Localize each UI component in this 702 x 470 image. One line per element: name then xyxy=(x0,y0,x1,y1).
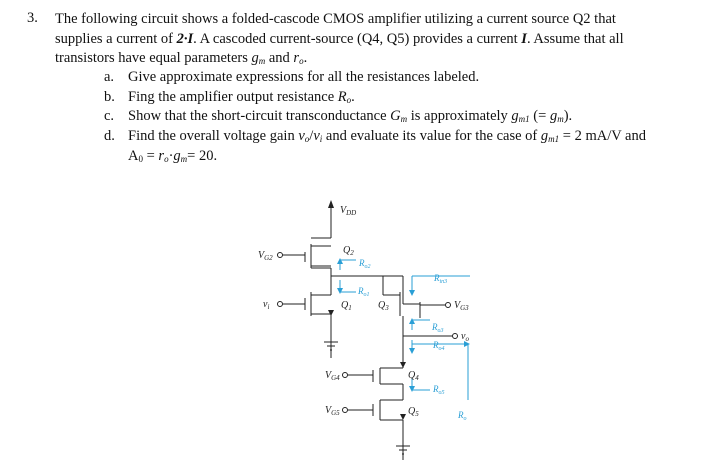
label-vo: vo xyxy=(461,331,469,343)
label-q2: Q2 xyxy=(343,245,354,257)
problem-stem: The following circuit shows a folded-cas… xyxy=(55,11,624,66)
problem-number: 3. xyxy=(27,10,38,26)
item-c: c. Show that the short-circuit transcond… xyxy=(104,108,573,124)
label-vg5: VG5 xyxy=(325,405,340,417)
circuit-wires xyxy=(283,204,452,460)
label-vg2: VG2 xyxy=(258,250,273,262)
circuit-labels: VDD VG2 vi Q2 Q1 Q3 Q4 Q5 VG3 VG4 VG5 vo xyxy=(258,205,469,418)
resistance-labels: Ro2 Ro1 Rin3 Ro3 Ro4 Ro5 Ro xyxy=(357,258,467,422)
label-ro5: Ro5 xyxy=(432,384,445,396)
label-ro3: Ro3 xyxy=(431,322,444,334)
label-q5: Q5 xyxy=(408,406,419,418)
label-q3: Q3 xyxy=(378,300,389,312)
label-vdd: VDD xyxy=(340,205,356,217)
label-q1: Q1 xyxy=(341,300,352,312)
label-vi: vi xyxy=(263,299,269,311)
label-ro1: Ro1 xyxy=(357,286,370,298)
label-ro2: Ro2 xyxy=(358,258,371,270)
item-d-line2: A0 = ro·gm= 20. xyxy=(128,147,218,164)
label-ro: Ro xyxy=(457,410,467,422)
item-d: d. Find the overall voltage gain vo/vi a… xyxy=(104,127,674,167)
item-a: a. Give approximate expressions for all … xyxy=(104,69,480,85)
circuit-arrows xyxy=(328,200,406,420)
circuit-terminals xyxy=(277,252,458,413)
resistance-arrowheads xyxy=(337,258,470,392)
label-vg4: VG4 xyxy=(325,370,340,382)
label-ro4: Ro4 xyxy=(432,340,445,352)
label-vg3: VG3 xyxy=(454,300,469,312)
label-rin3: Rin3 xyxy=(433,273,447,285)
resistance-annotations xyxy=(339,259,470,400)
item-b: b. Fing the amplifier output resistance … xyxy=(104,89,355,105)
label-q4: Q4 xyxy=(408,370,419,382)
